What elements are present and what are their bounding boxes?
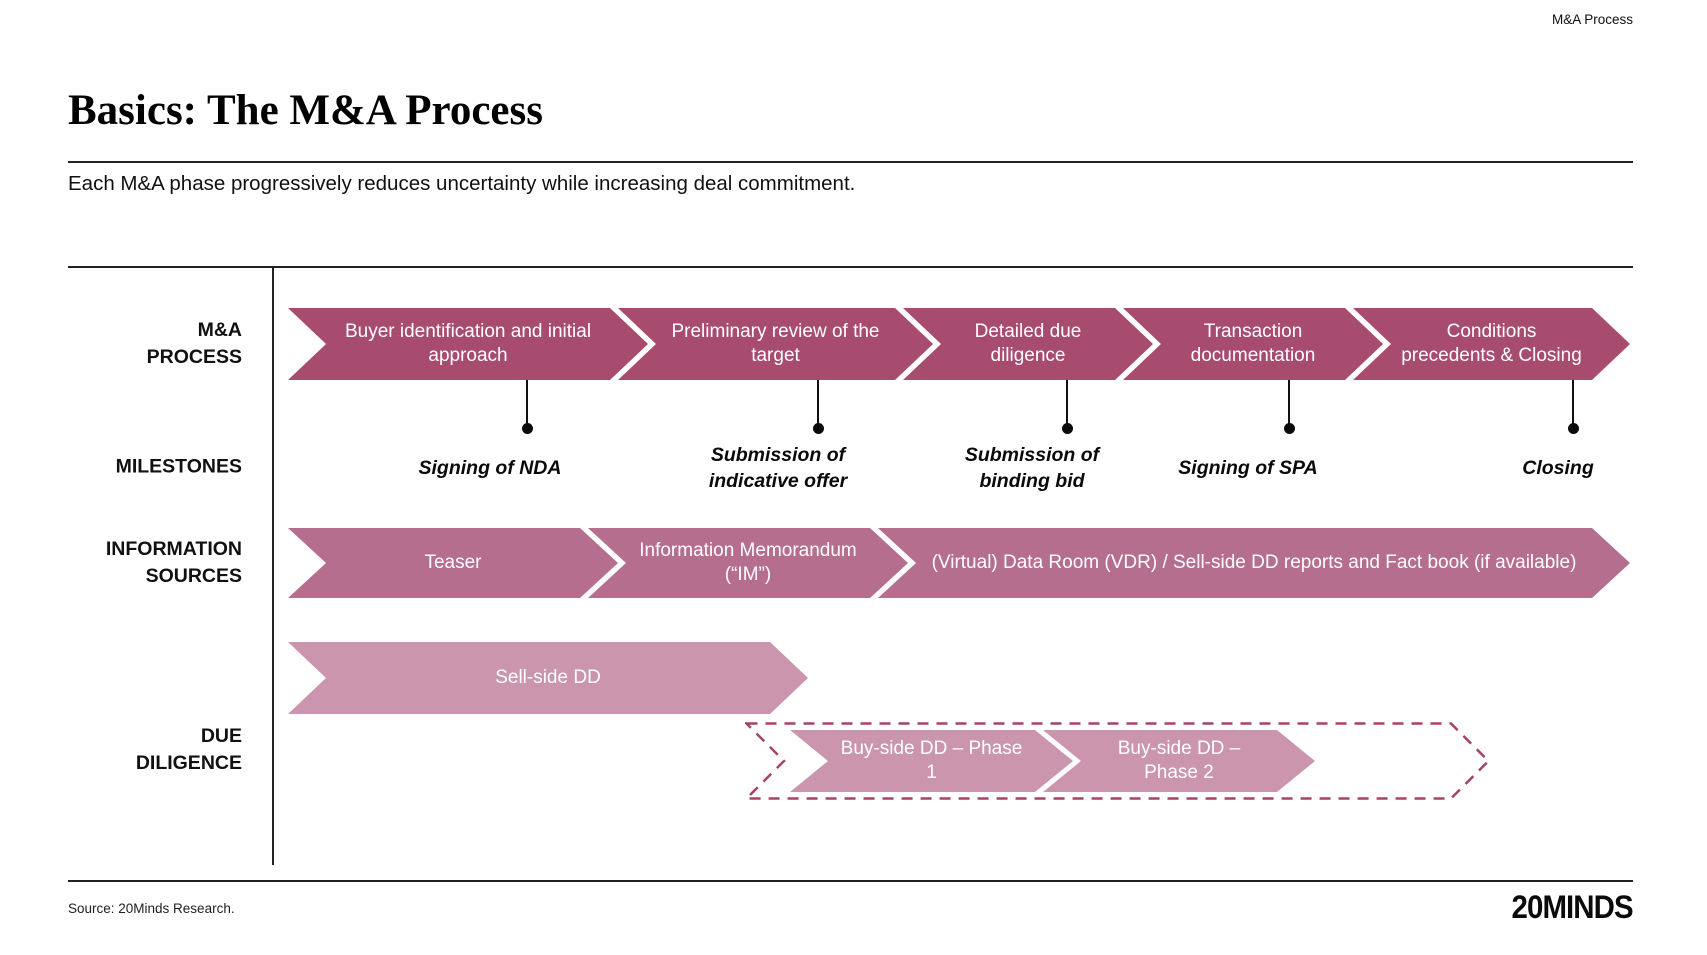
milestone-2-dot <box>812 422 824 434</box>
row-label-information-sources: INFORMATION SOURCES <box>105 538 242 587</box>
milestone-5-label: Closing <box>1522 456 1594 479</box>
label-column-divider <box>272 266 274 865</box>
process-arrow-2: Preliminary review of the target <box>618 308 933 380</box>
milestone-2-connector <box>817 380 819 425</box>
milestone-4-label: Signing of SPA <box>1178 456 1318 479</box>
buy-side-dd-dashed-frame <box>745 722 1490 800</box>
info-source-arrow-1: Teaser <box>288 528 618 598</box>
milestone-5-dot <box>1567 422 1579 434</box>
process-arrow-1: Buyer identification and initial approac… <box>288 308 648 380</box>
milestone-3-dot <box>1061 422 1073 434</box>
milestone-5-connector <box>1572 380 1574 425</box>
milestone-2-label: Submission of indicative offer <box>708 443 848 492</box>
page-title: Basics: The M&A Process <box>68 87 543 134</box>
milestone-1-dot <box>521 422 533 434</box>
title-rule <box>68 161 1633 163</box>
process-arrow-5: Conditions precedents & Closing <box>1353 308 1630 380</box>
process-arrow-4: Transaction documentation <box>1123 308 1383 380</box>
milestone-3-connector <box>1066 380 1068 425</box>
milestone-4-dot <box>1283 422 1295 434</box>
sell-side-dd-arrow: Sell-side DD <box>288 642 808 714</box>
info-source-arrow-3: (Virtual) Data Room (VDR) / Sell-side DD… <box>878 528 1630 598</box>
info-source-arrow-2: Information Memorandum (“IM”) <box>588 528 908 598</box>
corner-label: M&A Process <box>1551 12 1633 27</box>
milestone-1-label: Signing of NDA <box>418 456 562 479</box>
row-label-due-diligence: DUE DILIGENCE <box>135 725 242 774</box>
footer-rule <box>68 880 1633 882</box>
milestone-1-connector <box>526 380 528 425</box>
row-label-process: M&A PROCESS <box>146 319 242 368</box>
diagram-top-rule <box>68 266 1633 268</box>
buy-side-dd-arrow-2: Buy-side DD – Phase 2 <box>1043 730 1315 792</box>
process-arrow-3: Detailed due diligence <box>903 308 1153 380</box>
milestone-3-label: Submission of binding bid <box>964 443 1100 492</box>
buy-side-dd-arrow-1: Buy-side DD – Phase 1 <box>790 730 1073 792</box>
source-note: Source: 20Minds Research. <box>68 901 235 916</box>
row-label-milestones: MILESTONES <box>115 455 242 478</box>
slide-subtitle: Each M&A phase progressively reduces unc… <box>68 172 856 195</box>
logo-20minds: 20MINDS <box>1511 889 1634 925</box>
milestone-4-connector <box>1288 380 1290 425</box>
